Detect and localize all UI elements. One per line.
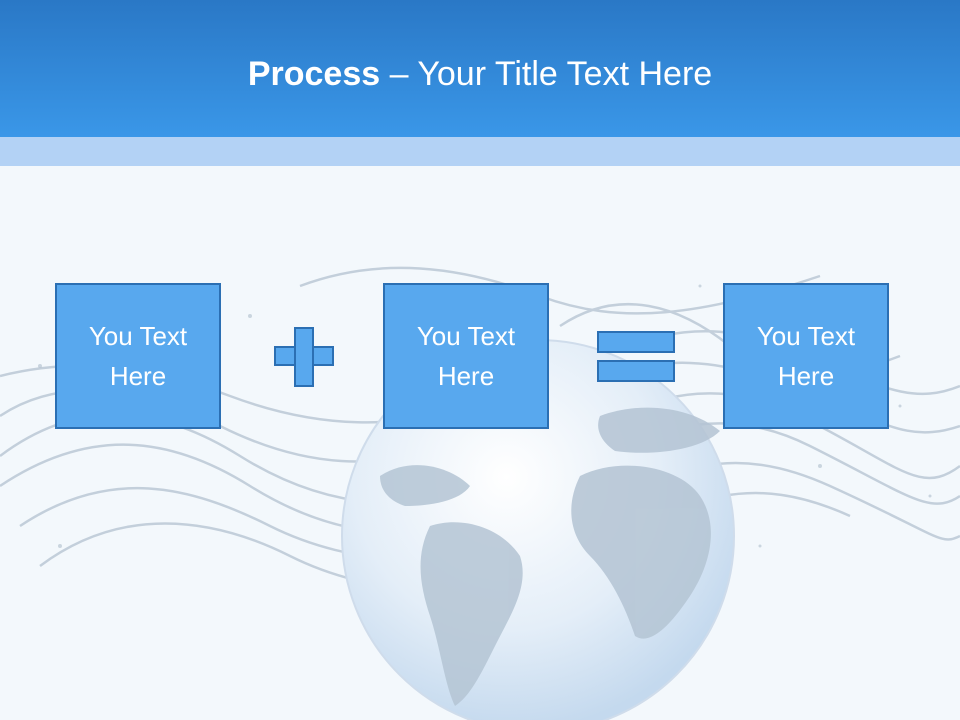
water-globe-background <box>0 266 960 720</box>
title-bar <box>0 0 960 137</box>
process-box-1-text: You Text Here <box>88 321 188 391</box>
process-box-2[interactable]: You Text Here <box>383 283 549 429</box>
globe-image <box>341 339 735 720</box>
title-bold-text: Process <box>247 55 381 93</box>
slide-title[interactable]: Process – Your Title Text Here <box>0 52 960 96</box>
process-box-3-text: You Text Here <box>756 321 856 391</box>
process-box-1[interactable]: You Text Here <box>55 283 221 429</box>
header-accent-band <box>0 137 960 166</box>
process-box-3[interactable]: You Text Here <box>723 283 889 429</box>
process-box-2-text: You Text Here <box>416 321 516 391</box>
title-rest-text: – Your Title Text Here <box>380 55 713 93</box>
